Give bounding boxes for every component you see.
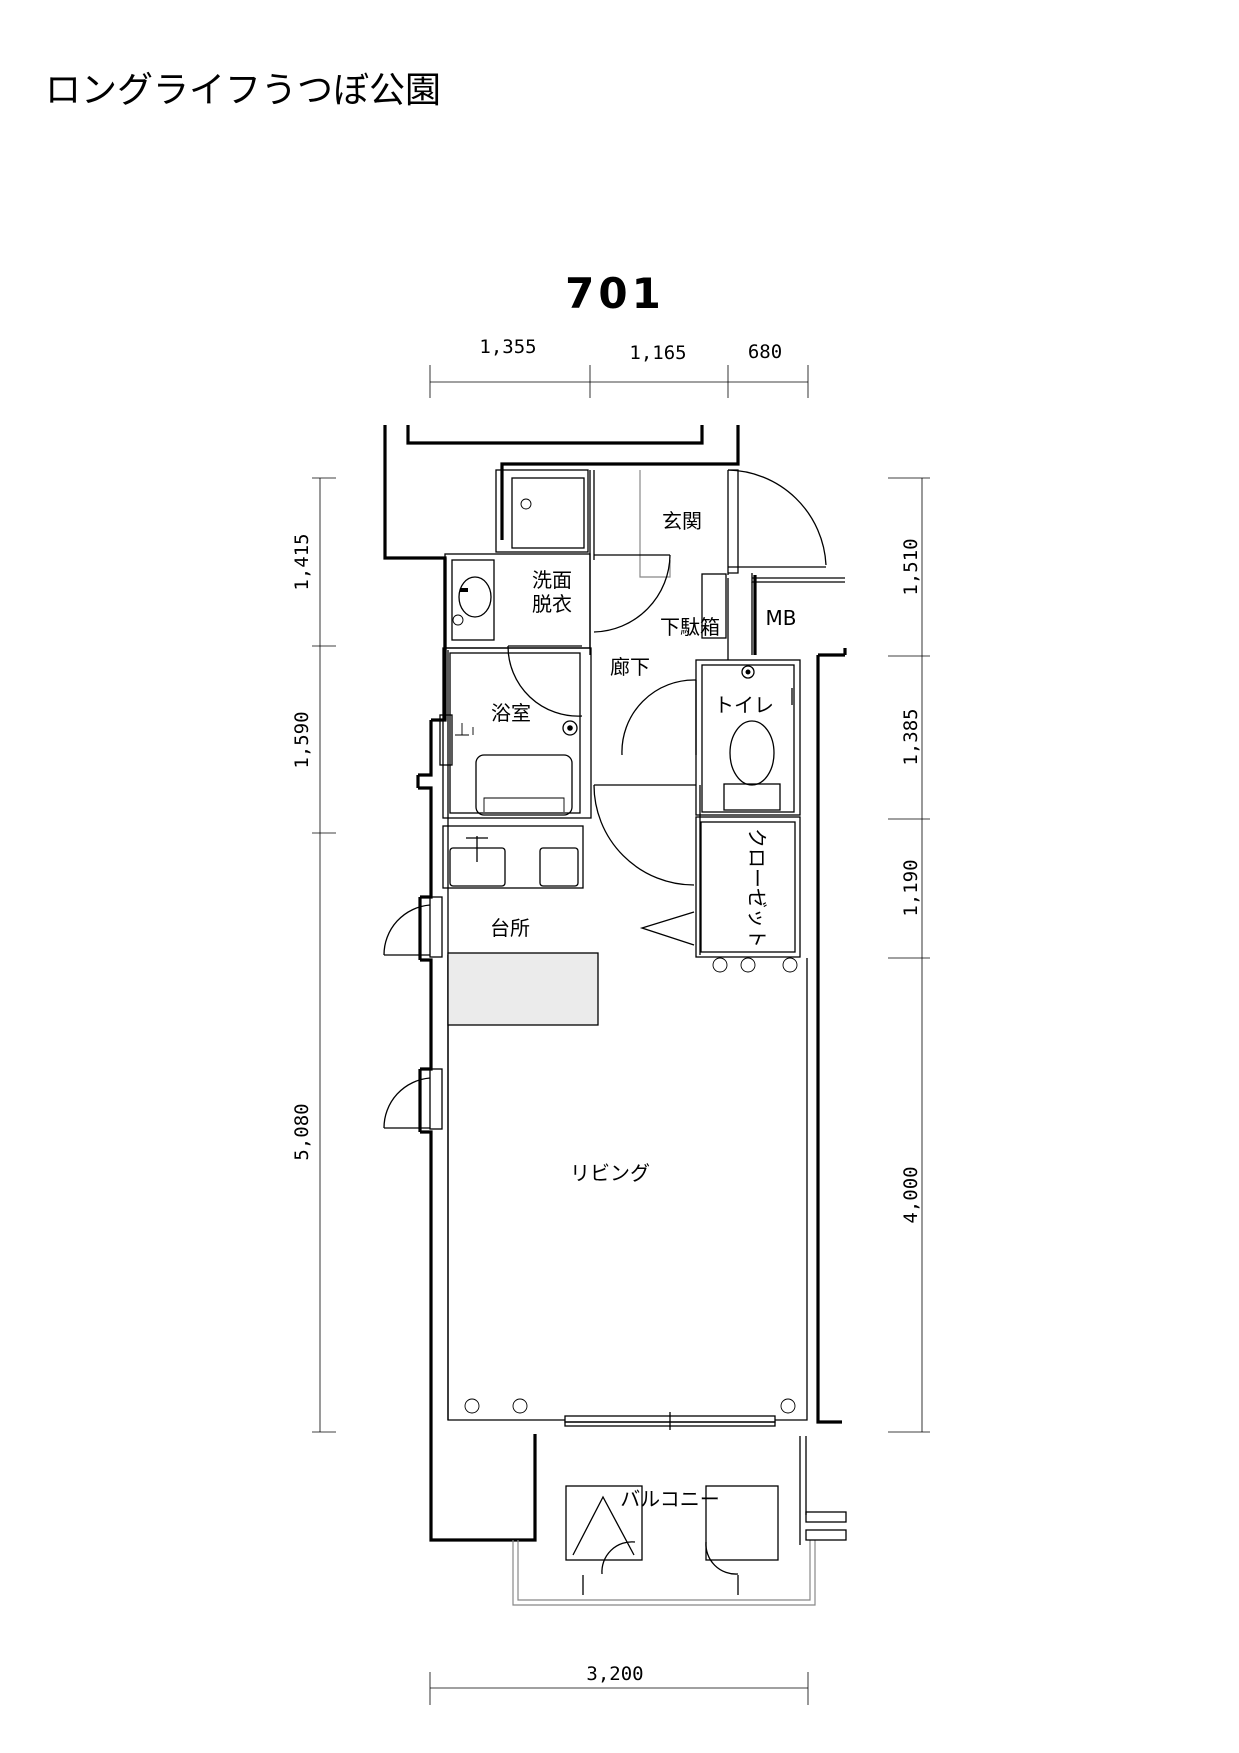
- dim-right-2: 1,385: [900, 708, 922, 765]
- label-hallway: 廊下: [610, 655, 650, 679]
- label-closet: クローゼット: [745, 828, 769, 948]
- dimension-lines: [312, 365, 930, 1705]
- label-toilet: トイレ: [714, 693, 774, 717]
- toilet-room: [695, 659, 801, 816]
- dim-left-3: 5,080: [291, 1103, 313, 1160]
- dim-right-1: 1,510: [900, 538, 922, 595]
- closet: [639, 816, 801, 973]
- dim-right-3: 1,190: [900, 859, 922, 916]
- dim-bottom: 3,200: [586, 1663, 643, 1685]
- sliding-window: [464, 1398, 796, 1430]
- doors: [383, 469, 827, 1130]
- label-meter-box: MB: [766, 606, 797, 630]
- label-shoe-box: 下駄箱: [660, 615, 720, 639]
- room-labels: 玄関 洗面 脱衣 下駄箱 MB 廊下 浴室 トイレ クローゼット 台所 リビング…: [490, 509, 796, 1511]
- label-living: リビング: [570, 1161, 650, 1185]
- wet-area: [439, 469, 671, 1026]
- property-title: ロングライフうつぼ公園: [45, 70, 441, 111]
- dim-top-2: 1,165: [629, 342, 686, 364]
- unit-number: 701: [565, 269, 665, 318]
- label-entrance: 玄関: [662, 509, 702, 533]
- label-bathroom: 浴室: [491, 701, 531, 725]
- label-balcony: バルコニー: [620, 1487, 720, 1511]
- dim-left-2: 1,590: [291, 711, 313, 768]
- dim-left-1: 1,415: [291, 533, 313, 590]
- label-kitchen: 台所: [490, 916, 530, 940]
- label-washroom-1: 洗面: [532, 568, 572, 592]
- dim-top-3: 680: [748, 341, 782, 363]
- balcony: [512, 1436, 847, 1606]
- dim-right-4: 4,000: [900, 1166, 922, 1223]
- label-washroom-2: 脱衣: [532, 592, 572, 616]
- dim-top-1: 1,355: [479, 336, 536, 358]
